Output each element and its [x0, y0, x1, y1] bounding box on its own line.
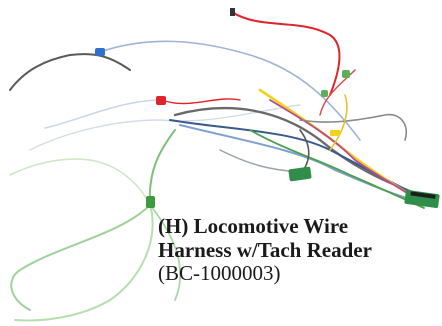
- product-title-line2: Harness w/Tach Reader: [158, 237, 372, 262]
- blue-wire: [99, 40, 361, 141]
- yellow-connector: [330, 130, 340, 136]
- red-wire: [319, 69, 356, 116]
- red-wire: [161, 98, 241, 105]
- green-wire: [14, 204, 154, 322]
- part-number: (BC-1000003): [158, 261, 281, 286]
- product-title-line1: (H) Locomotive Wire: [158, 214, 349, 238]
- green-wire: [148, 129, 176, 206]
- green-wire: [149, 204, 182, 301]
- tach-board: [288, 166, 312, 182]
- product-caption: (H) Locomotive Wire Harness w/Tach Reade…: [158, 214, 442, 286]
- light-wire: [44, 99, 163, 129]
- blue-connector: [95, 48, 105, 56]
- red-wire: [231, 11, 341, 96]
- red-connector: [156, 96, 166, 105]
- green-wire: [9, 158, 151, 206]
- terminal-board: [404, 189, 440, 209]
- green-connector: [342, 70, 350, 78]
- green-connector: [146, 196, 155, 208]
- gray-wire: [9, 53, 131, 91]
- green-wire: [10, 204, 151, 311]
- small-connector: [230, 8, 235, 16]
- green-connector: [321, 90, 328, 97]
